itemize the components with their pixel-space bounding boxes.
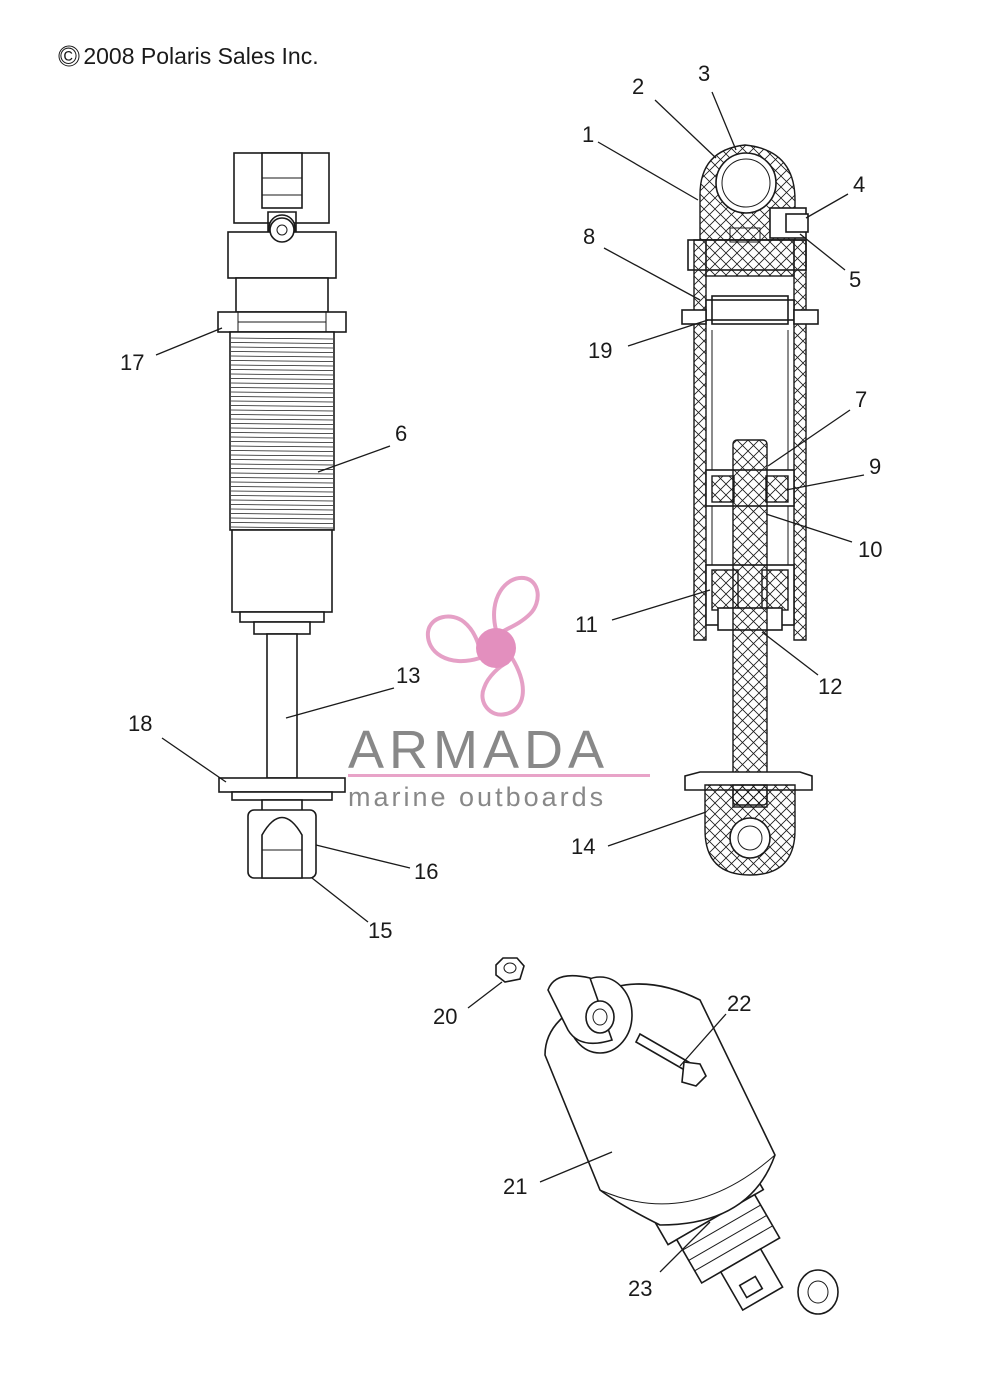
callout-11: 11 <box>575 612 598 637</box>
armada-watermark: ARMADA marine outboards <box>348 575 650 812</box>
callout-13: 13 <box>396 663 420 688</box>
reservoir-neck <box>235 277 329 313</box>
callout-10: 10 <box>858 537 882 562</box>
bottom-eye-bushing <box>261 816 303 879</box>
callout-2: 2 <box>632 74 644 99</box>
shock-exterior-view <box>217 152 347 879</box>
callout-1: 1 <box>582 122 594 147</box>
shock-assembled-view <box>495 957 839 1315</box>
nut-20 <box>495 957 525 983</box>
section-ring-right <box>793 309 819 325</box>
section-left-wall <box>693 239 707 641</box>
propeller-logo-icon <box>425 575 540 717</box>
bumper <box>253 621 311 635</box>
callout-4: 4 <box>853 172 865 197</box>
section-top-plug <box>705 239 795 277</box>
bolt-head <box>681 1061 707 1087</box>
callout-19: 19 <box>588 338 612 363</box>
callout-3: 3 <box>698 61 710 86</box>
watermark-brand: ARMADA <box>348 720 609 780</box>
callout-5: 5 <box>849 267 861 292</box>
callout-21: 21 <box>503 1174 527 1199</box>
callout-9: 9 <box>869 454 881 479</box>
shock-cross-section-view <box>681 144 819 876</box>
callout-labels: 1 2 3 4 5 6 7 8 9 10 11 12 13 14 15 16 1… <box>120 61 882 1301</box>
shaft-13 <box>266 633 298 779</box>
body-threads <box>230 337 334 529</box>
callout-16: 16 <box>414 859 438 884</box>
callout-15: 15 <box>368 918 392 943</box>
watermark-rule <box>348 774 650 777</box>
callout-23: 23 <box>628 1276 652 1301</box>
section-shaft-12 <box>732 439 768 806</box>
section-floating-piston-19 <box>705 299 795 321</box>
top-eye-center <box>261 152 303 209</box>
callout-18: 18 <box>128 711 152 736</box>
callout-8: 8 <box>583 224 595 249</box>
callout-20: 20 <box>433 1004 457 1029</box>
copyright-text: © 2008 Polaris Sales Inc. <box>60 43 319 69</box>
callout-12: 12 <box>818 674 842 699</box>
callout-6: 6 <box>395 421 407 446</box>
callout-22: 22 <box>727 991 751 1016</box>
section-valve-cap <box>785 213 809 233</box>
section-right-wall <box>793 239 807 641</box>
seat-lip <box>231 791 333 801</box>
copyright-line: © 2008 Polaris Sales Inc. <box>58 43 319 69</box>
section-bottom-bore <box>729 817 771 859</box>
lower-body <box>231 529 333 613</box>
leader-lines <box>155 91 865 1273</box>
lower-eye-ring <box>797 1269 839 1315</box>
watermark-tagline: marine outboards <box>348 782 606 812</box>
callout-7: 7 <box>855 387 867 412</box>
copyright-circle-icon <box>58 45 80 67</box>
spring-seat-18 <box>218 777 346 793</box>
section-eye-bore <box>715 152 777 214</box>
callout-17: 17 <box>120 350 144 375</box>
section-piston-ring-8 <box>711 295 789 325</box>
seal-cap <box>239 611 325 623</box>
callout-14: 14 <box>571 834 595 859</box>
